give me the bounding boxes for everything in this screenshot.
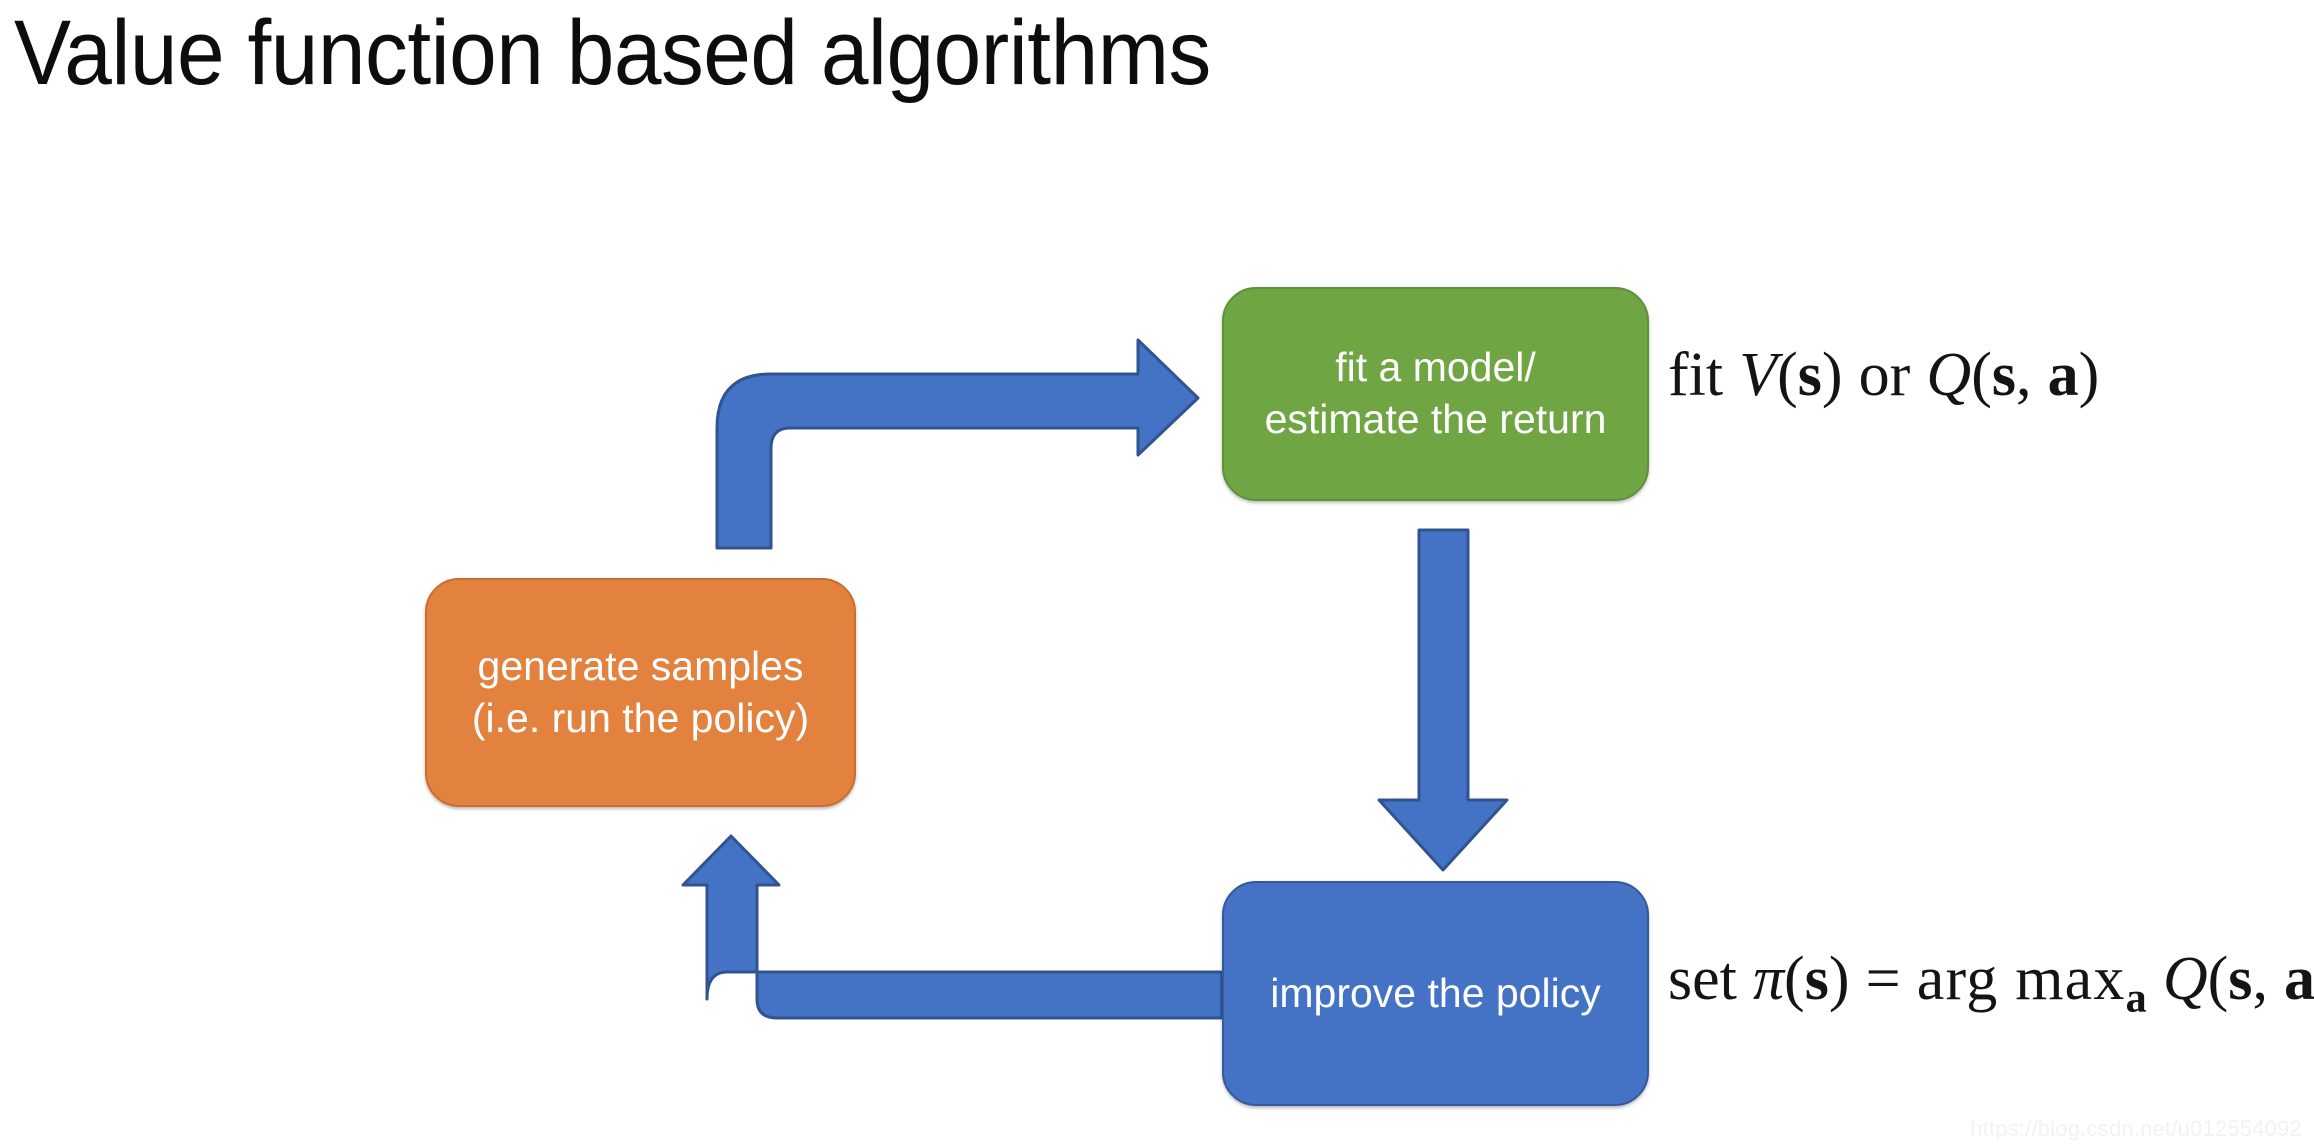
annotation-fit-connector: or	[1858, 341, 1911, 409]
annotation-set-argmax: arg max	[1916, 945, 2126, 1013]
annotation-set-func-q: Q	[2162, 945, 2208, 1013]
node-fit-a-model-line1: fit a model/	[1335, 344, 1536, 391]
annotation-set-pi: π	[1752, 945, 1785, 1013]
annotation-set-argmax-sub: a	[2125, 974, 2147, 1022]
node-generate-samples-line2: (i.e. run the policy)	[471, 694, 810, 741]
annotation-fit-arg-s: s	[1797, 341, 1822, 409]
node-generate-samples-line1: generate samples	[477, 642, 804, 689]
annotation-set-arg-a: a	[2284, 945, 2314, 1013]
node-fit-a-model[interactable]: fit a model/ estimate the return	[1222, 287, 1649, 501]
annotation-fit-arg-a: a	[2047, 341, 2079, 409]
node-improve-the-policy[interactable]: improve the policy	[1222, 881, 1649, 1106]
annotation-fit-func-q: Q	[1926, 341, 1972, 409]
node-fit-a-model-line2: estimate the return	[1264, 396, 1607, 442]
annotation-set-arg-s: s	[1804, 945, 1829, 1013]
annotation-fit-func-v: V	[1739, 341, 1778, 409]
annotation-set-equals: =	[1865, 945, 1901, 1013]
watermark-url: https://blog.csdn.net/u012554092	[1970, 1116, 2302, 1141]
page-title: Value function based algorithms	[14, 2, 1211, 104]
annotation-set-arg-s2: s	[2228, 945, 2253, 1013]
node-generate-samples[interactable]: generate samples (i.e. run the policy)	[425, 578, 856, 807]
node-improve-the-policy-line1: improve the policy	[1270, 969, 1601, 1016]
annotation-set-lead: set	[1668, 945, 1737, 1013]
annotation-fit-lead: fit	[1668, 341, 1724, 409]
annotation-fit-arg-s2: s	[1991, 341, 2016, 409]
